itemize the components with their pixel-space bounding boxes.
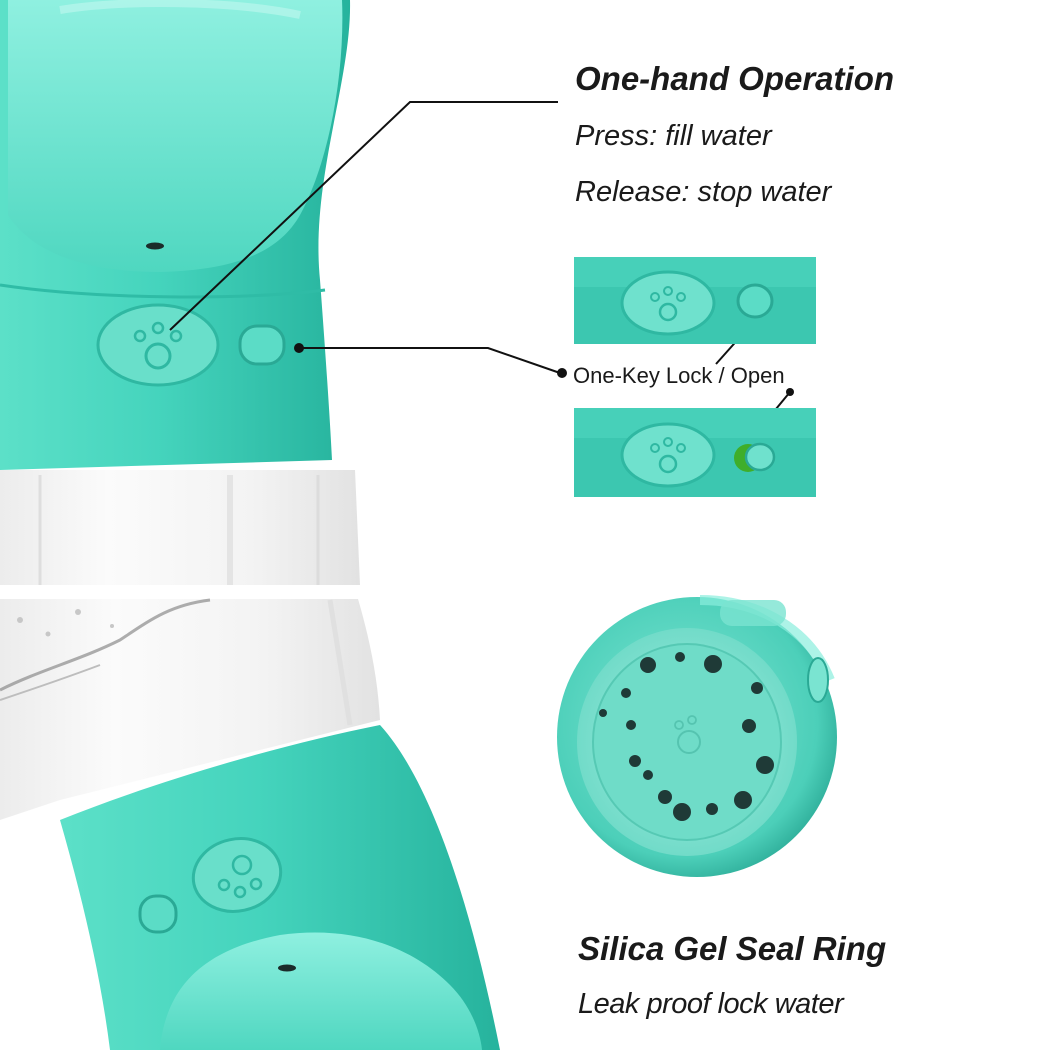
lock-leader-line [299, 347, 561, 374]
bottom-bottle-water-tray [160, 932, 482, 1050]
paw-button-icon [96, 303, 220, 387]
bottom-bottle-clear-body [0, 599, 380, 820]
paw-button-icon-2 [191, 837, 283, 913]
bottom-bottle [0, 598, 500, 1050]
top-bottle [0, 0, 360, 585]
closeup-lock-state-1 [574, 257, 816, 344]
lock-switch-icon-2 [138, 894, 178, 934]
operation-title: One-hand Operation [575, 60, 895, 97]
drain-hole-icon-2 [278, 964, 296, 972]
paw-emboss-icon [677, 730, 701, 754]
top-bottle-water-tray [8, 0, 343, 272]
top-bottle-clear-body [0, 470, 360, 585]
lock-switch-icon [238, 324, 286, 366]
operation-line-release: Release: stop water [575, 176, 832, 208]
seal-ring-subtitle: Leak proof lock water [578, 988, 844, 1020]
lock-callout-label: One-Key Lock / Open [573, 363, 785, 388]
operation-line-press: Press: fill water [575, 120, 772, 152]
cap-holes [599, 652, 774, 821]
operation-leader-line [169, 101, 558, 331]
cap-closeup [557, 595, 837, 877]
seal-ring-title: Silica Gel Seal Ring [578, 930, 887, 967]
drain-hole-icon [146, 242, 164, 250]
closeup-lock-state-2 [574, 408, 816, 497]
lock-button-icon [736, 283, 774, 319]
